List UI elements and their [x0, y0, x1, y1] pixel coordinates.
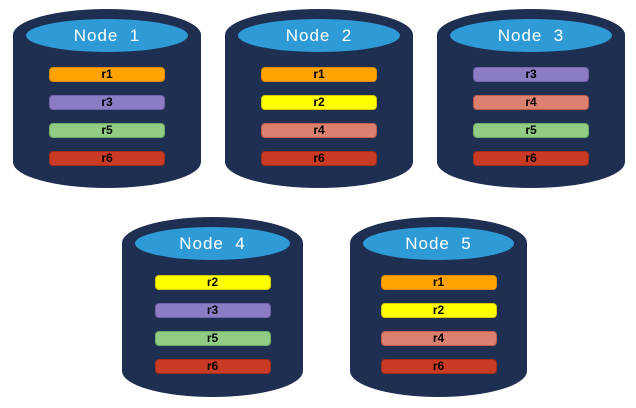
database-node-1: Node 1 r1 r3 r5 r6 — [13, 9, 201, 188]
replica-bar-r3: r3 — [49, 95, 165, 110]
replica-list: r1 r3 r5 r6 — [13, 9, 201, 188]
replica-bar-r2: r2 — [154, 275, 271, 290]
database-node-3: Node 3 r3 r4 r5 r6 — [437, 9, 625, 188]
replica-list: r1 r2 r4 r6 — [350, 217, 527, 397]
replica-bar-r1: r1 — [261, 67, 377, 82]
replica-bar-r4: r4 — [261, 123, 377, 138]
replica-bar-r5: r5 — [154, 331, 271, 346]
replica-bar-r2: r2 — [261, 95, 377, 110]
cylinder-top-ellipse — [450, 19, 612, 52]
replica-bar-r6: r6 — [154, 359, 271, 374]
cylinder-top-ellipse — [238, 19, 400, 52]
cylinder-top-ellipse — [26, 19, 188, 52]
replica-bar-r1: r1 — [380, 275, 497, 290]
node-label: Node 2 — [285, 26, 353, 45]
replica-bar-r4: r4 — [473, 95, 589, 110]
replica-bar-r5: r5 — [49, 123, 165, 138]
node-label: Node 4 — [179, 234, 246, 253]
replica-bar-r3: r3 — [154, 303, 271, 318]
replica-list: r1 r2 r4 r6 — [225, 9, 413, 188]
database-node-5: Node 5 r1 r2 r4 r6 — [350, 217, 527, 397]
replica-bar-r5: r5 — [473, 123, 589, 138]
replica-bar-r6: r6 — [380, 359, 497, 374]
replica-bar-r1: r1 — [49, 67, 165, 82]
replica-bar-r6: r6 — [261, 151, 377, 166]
node-label: Node 5 — [405, 234, 472, 253]
replica-bar-r3: r3 — [473, 67, 589, 82]
database-node-2: Node 2 r1 r2 r4 r6 — [225, 9, 413, 188]
cylinder-top-ellipse — [135, 227, 290, 260]
replica-bar-r6: r6 — [49, 151, 165, 166]
replica-list: r2 r3 r5 r6 — [122, 217, 303, 397]
replica-list: r3 r4 r5 r6 — [437, 9, 625, 188]
node-label: Node 3 — [497, 26, 565, 45]
cylinder-top-ellipse — [363, 227, 514, 260]
replica-bar-r2: r2 — [380, 303, 497, 318]
replica-bar-r4: r4 — [380, 331, 497, 346]
database-node-4: Node 4 r2 r3 r5 r6 — [122, 217, 303, 397]
node-label: Node 1 — [73, 26, 141, 45]
replica-bar-r6: r6 — [473, 151, 589, 166]
